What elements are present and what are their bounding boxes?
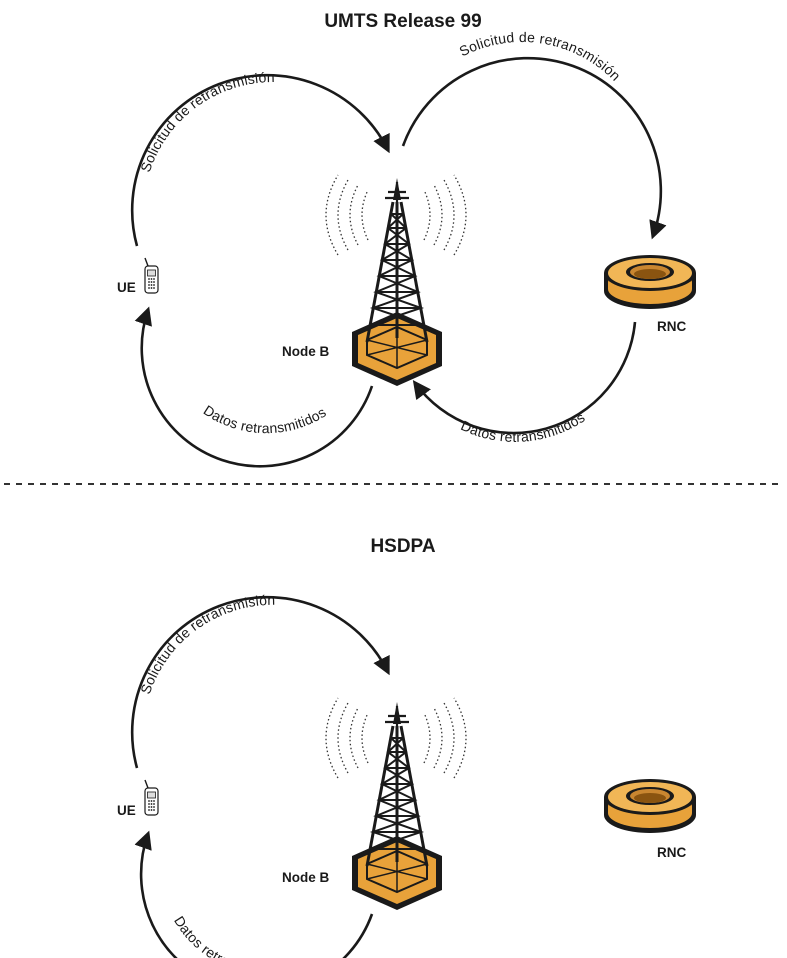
arc-rnc-to-nodeb-data: [412, 321, 637, 435]
mobile-phone-icon: [144, 779, 159, 816]
section-title-umts: UMTS Release 99: [324, 11, 481, 32]
arc-label-data-left: Datos retransmitidos: [201, 402, 329, 436]
arc-label-data-right: Datos retransmitidos: [458, 409, 587, 445]
arc-label-text: Solicitud de retransmisión: [137, 69, 275, 174]
arc-nodeb-to-ue-data: [134, 830, 374, 958]
mobile-phone-icon: [144, 257, 159, 294]
arc-label-text: Datos retransmitidos: [201, 402, 329, 436]
rnc-label: RNC: [657, 845, 686, 860]
arc-label-data-left: Datos retransmitidos: [171, 913, 287, 958]
rnc-label: RNC: [657, 319, 686, 334]
cell-tower-icon: [350, 176, 444, 388]
arc-label-text: Solicitud de retransmisión: [457, 29, 624, 84]
ue-label: UE: [117, 803, 136, 818]
rnc-server-icon: [603, 254, 697, 310]
arc-label-text: Datos retransmitidos: [171, 913, 286, 958]
ue-label: UE: [117, 280, 136, 295]
arc-nodeb-to-rnc-request: [401, 56, 667, 240]
arc-label-text: Datos retransmitidos: [458, 409, 587, 445]
nodeb-label: Node B: [282, 870, 330, 885]
arc-ue-to-nodeb-request: [130, 595, 390, 769]
arc-label-request-left: Solicitud de retransmisión: [137, 69, 275, 174]
cell-tower-icon: [350, 700, 444, 912]
arc-ue-to-nodeb-request: [130, 73, 390, 247]
arc-label-text: Solicitud de retransmisión: [137, 592, 275, 696]
arc-nodeb-to-ue-data: [134, 306, 374, 468]
arc-label-request-right: Solicitud de retransmisión: [457, 29, 624, 84]
section-title-hsdpa: HSDPA: [370, 536, 435, 557]
rnc-server-icon: [603, 778, 697, 834]
nodeb-label: Node B: [282, 344, 330, 359]
arc-label-request-left: Solicitud de retransmisión: [137, 592, 275, 696]
